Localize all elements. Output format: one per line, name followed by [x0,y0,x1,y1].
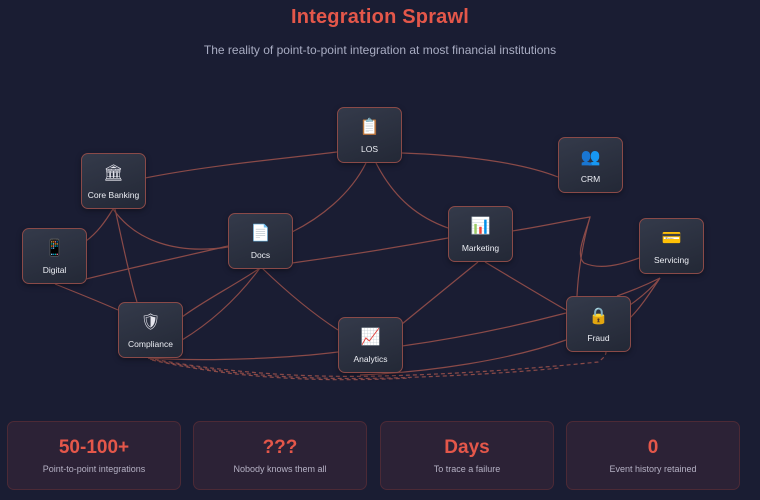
wire-compliance-fraud-dashed-a [147,351,607,377]
bank-icon: 🏛 [103,164,124,182]
node-compliance[interactable]: 🛡 Compliance [118,302,183,358]
wire-docs-compliance-b [181,267,261,341]
node-crm[interactable]: 👥 CRM [558,137,623,193]
node-label: Core Banking [87,189,140,200]
page-title: Integration Sprawl [290,6,470,28]
stat-caption: Nobody knows them all [233,464,327,474]
shield-icon: 🛡 [140,313,161,331]
wire-servicing-fraud-b [629,277,661,306]
node-label: Marketing [461,242,500,253]
wire-servicing-fraud-c [629,277,661,319]
wire-docs-analytics [261,267,339,331]
node-label: Digital [42,264,67,275]
wire-docs-compliance-a [181,267,261,318]
wire-servicing-fraud-a [616,277,661,297]
node-servicing[interactable]: 💳 Servicing [639,218,704,274]
stat-card-trace-time: Days To trace a failure [380,421,554,490]
stat-value: ??? [262,437,298,458]
wire-analytics-fraud [401,312,567,347]
wire-core-banking-compliance [114,208,138,303]
stat-card-unknown: ??? Nobody knows them all [193,421,367,490]
stat-caption: Event history retained [609,464,697,474]
stat-value: Days [444,437,490,458]
node-label: LOS [360,143,378,154]
wire-digital-docs [85,245,229,280]
users-icon: 👥 [580,148,601,166]
credit-card-icon: 💳 [661,229,682,247]
node-docs[interactable]: 📄 Docs [228,213,293,269]
wire-compliance-analytics [147,351,339,361]
page-subtitle: The reality of point-to-point integratio… [203,43,557,57]
stat-value: 0 [647,437,659,458]
wire-compliance-fraud-solid [359,339,567,376]
node-analytics[interactable]: 📈 Analytics [338,317,403,373]
node-digital[interactable]: 📱 Digital [22,228,87,284]
wire-los-marketing [375,162,449,229]
wire-docs-marketing [291,237,449,264]
stat-caption: Point-to-point integrations [42,464,146,474]
lock-icon: 🔒 [588,307,609,325]
node-label: Analytics [353,353,388,364]
node-core-banking[interactable]: 🏛 Core Banking [81,153,146,209]
wire-compliance-fraud-dashed-b [149,358,561,380]
node-label: Servicing [654,254,689,265]
node-marketing[interactable]: 📊 Marketing [448,206,513,262]
node-los[interactable]: 📋 LOS [337,107,402,163]
clipboard-icon: 📋 [359,118,380,136]
stat-card-event-history: 0 Event history retained [566,421,740,490]
wire-compliance-fraud-dashed-c [151,359,411,381]
node-label: Compliance [128,338,173,349]
wire-marketing-servicing [511,216,640,267]
line-chart-icon: 📈 [360,328,381,346]
document-icon: 📄 [250,224,271,242]
wire-marketing-fraud [484,261,567,311]
bar-chart-icon: 📊 [470,217,491,235]
node-label: Docs [250,249,271,260]
wire-core-banking-docs [112,208,229,250]
wire-los-docs [291,162,367,233]
wire-crm-fraud [576,216,591,297]
wire-core-banking-digital [85,208,114,242]
node-fraud[interactable]: 🔒 Fraud [566,296,631,352]
node-label: Fraud [587,332,610,343]
stat-value: 50-100+ [58,437,130,458]
wire-marketing-analytics [401,261,479,325]
mobile-icon: 📱 [44,239,65,257]
stat-caption: To trace a failure [433,464,501,474]
wire-los-crm [401,152,559,178]
wire-digital-compliance [54,283,119,311]
stat-card-integrations: 50-100+ Point-to-point integrations [7,421,181,490]
wire-core-banking-los [144,151,338,179]
node-label: CRM [580,173,601,184]
